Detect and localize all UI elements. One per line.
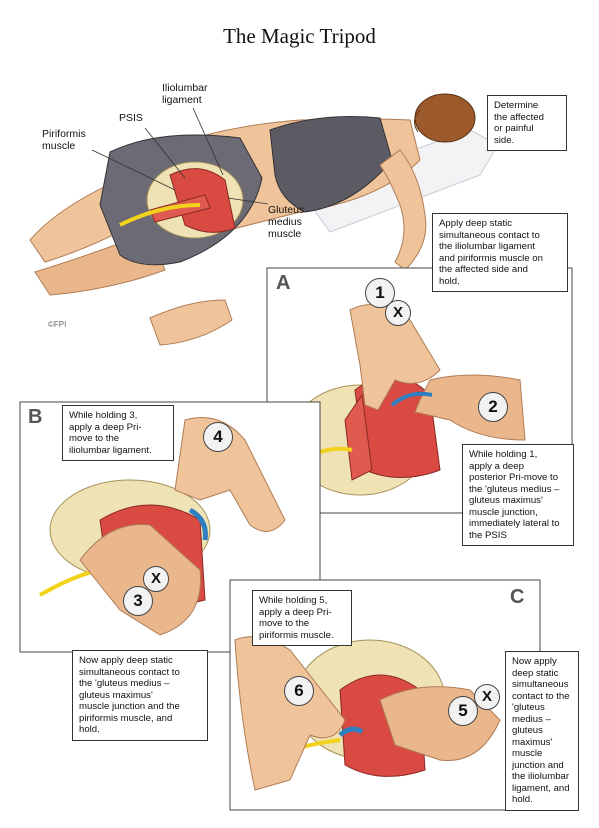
marker-3: 3: [123, 586, 153, 616]
label-gluteus-medius: Gluteus medius muscle: [268, 204, 305, 240]
marker-6: 6: [284, 676, 314, 706]
label-iliolumbar: Iliolumbar ligament: [162, 82, 208, 106]
panel-a-illustration: [289, 303, 526, 496]
panel-b-illustration: [39, 417, 286, 636]
copyright-mark: ©FPI: [48, 320, 67, 329]
marker-x-a: X: [385, 300, 411, 326]
box-determine: Determine the affected or painful side.: [487, 95, 567, 151]
marker-x-c: X: [474, 684, 500, 710]
label-psis: PSIS: [119, 112, 143, 124]
marker-5: 5: [448, 696, 478, 726]
prone-figure: [29, 93, 499, 346]
marker-x-b: X: [143, 566, 169, 592]
panel-label-a: A: [276, 272, 291, 294]
box-holding-5: While holding 5, apply a deep Pri- move …: [252, 590, 352, 646]
panel-c-illustration: [234, 636, 501, 791]
box-now-apply-b: Now apply deep static simultaneous conta…: [72, 650, 208, 741]
box-holding-1: While holding 1, apply a deep posterior …: [462, 444, 574, 546]
label-piriformis: Piriformis muscle: [42, 128, 86, 152]
panel-label-c: C: [510, 586, 525, 608]
marker-4: 4: [203, 422, 233, 452]
box-apply-contact: Apply deep static simultaneous contact t…: [432, 213, 568, 292]
box-now-apply-c: Now apply deep static simultaneous conta…: [505, 651, 579, 811]
box-holding-3: While holding 3, apply a deep Pri- move …: [62, 405, 174, 461]
page-title: The Magic Tripod: [223, 24, 376, 48]
marker-2: 2: [478, 392, 508, 422]
panel-label-b: B: [28, 406, 43, 428]
